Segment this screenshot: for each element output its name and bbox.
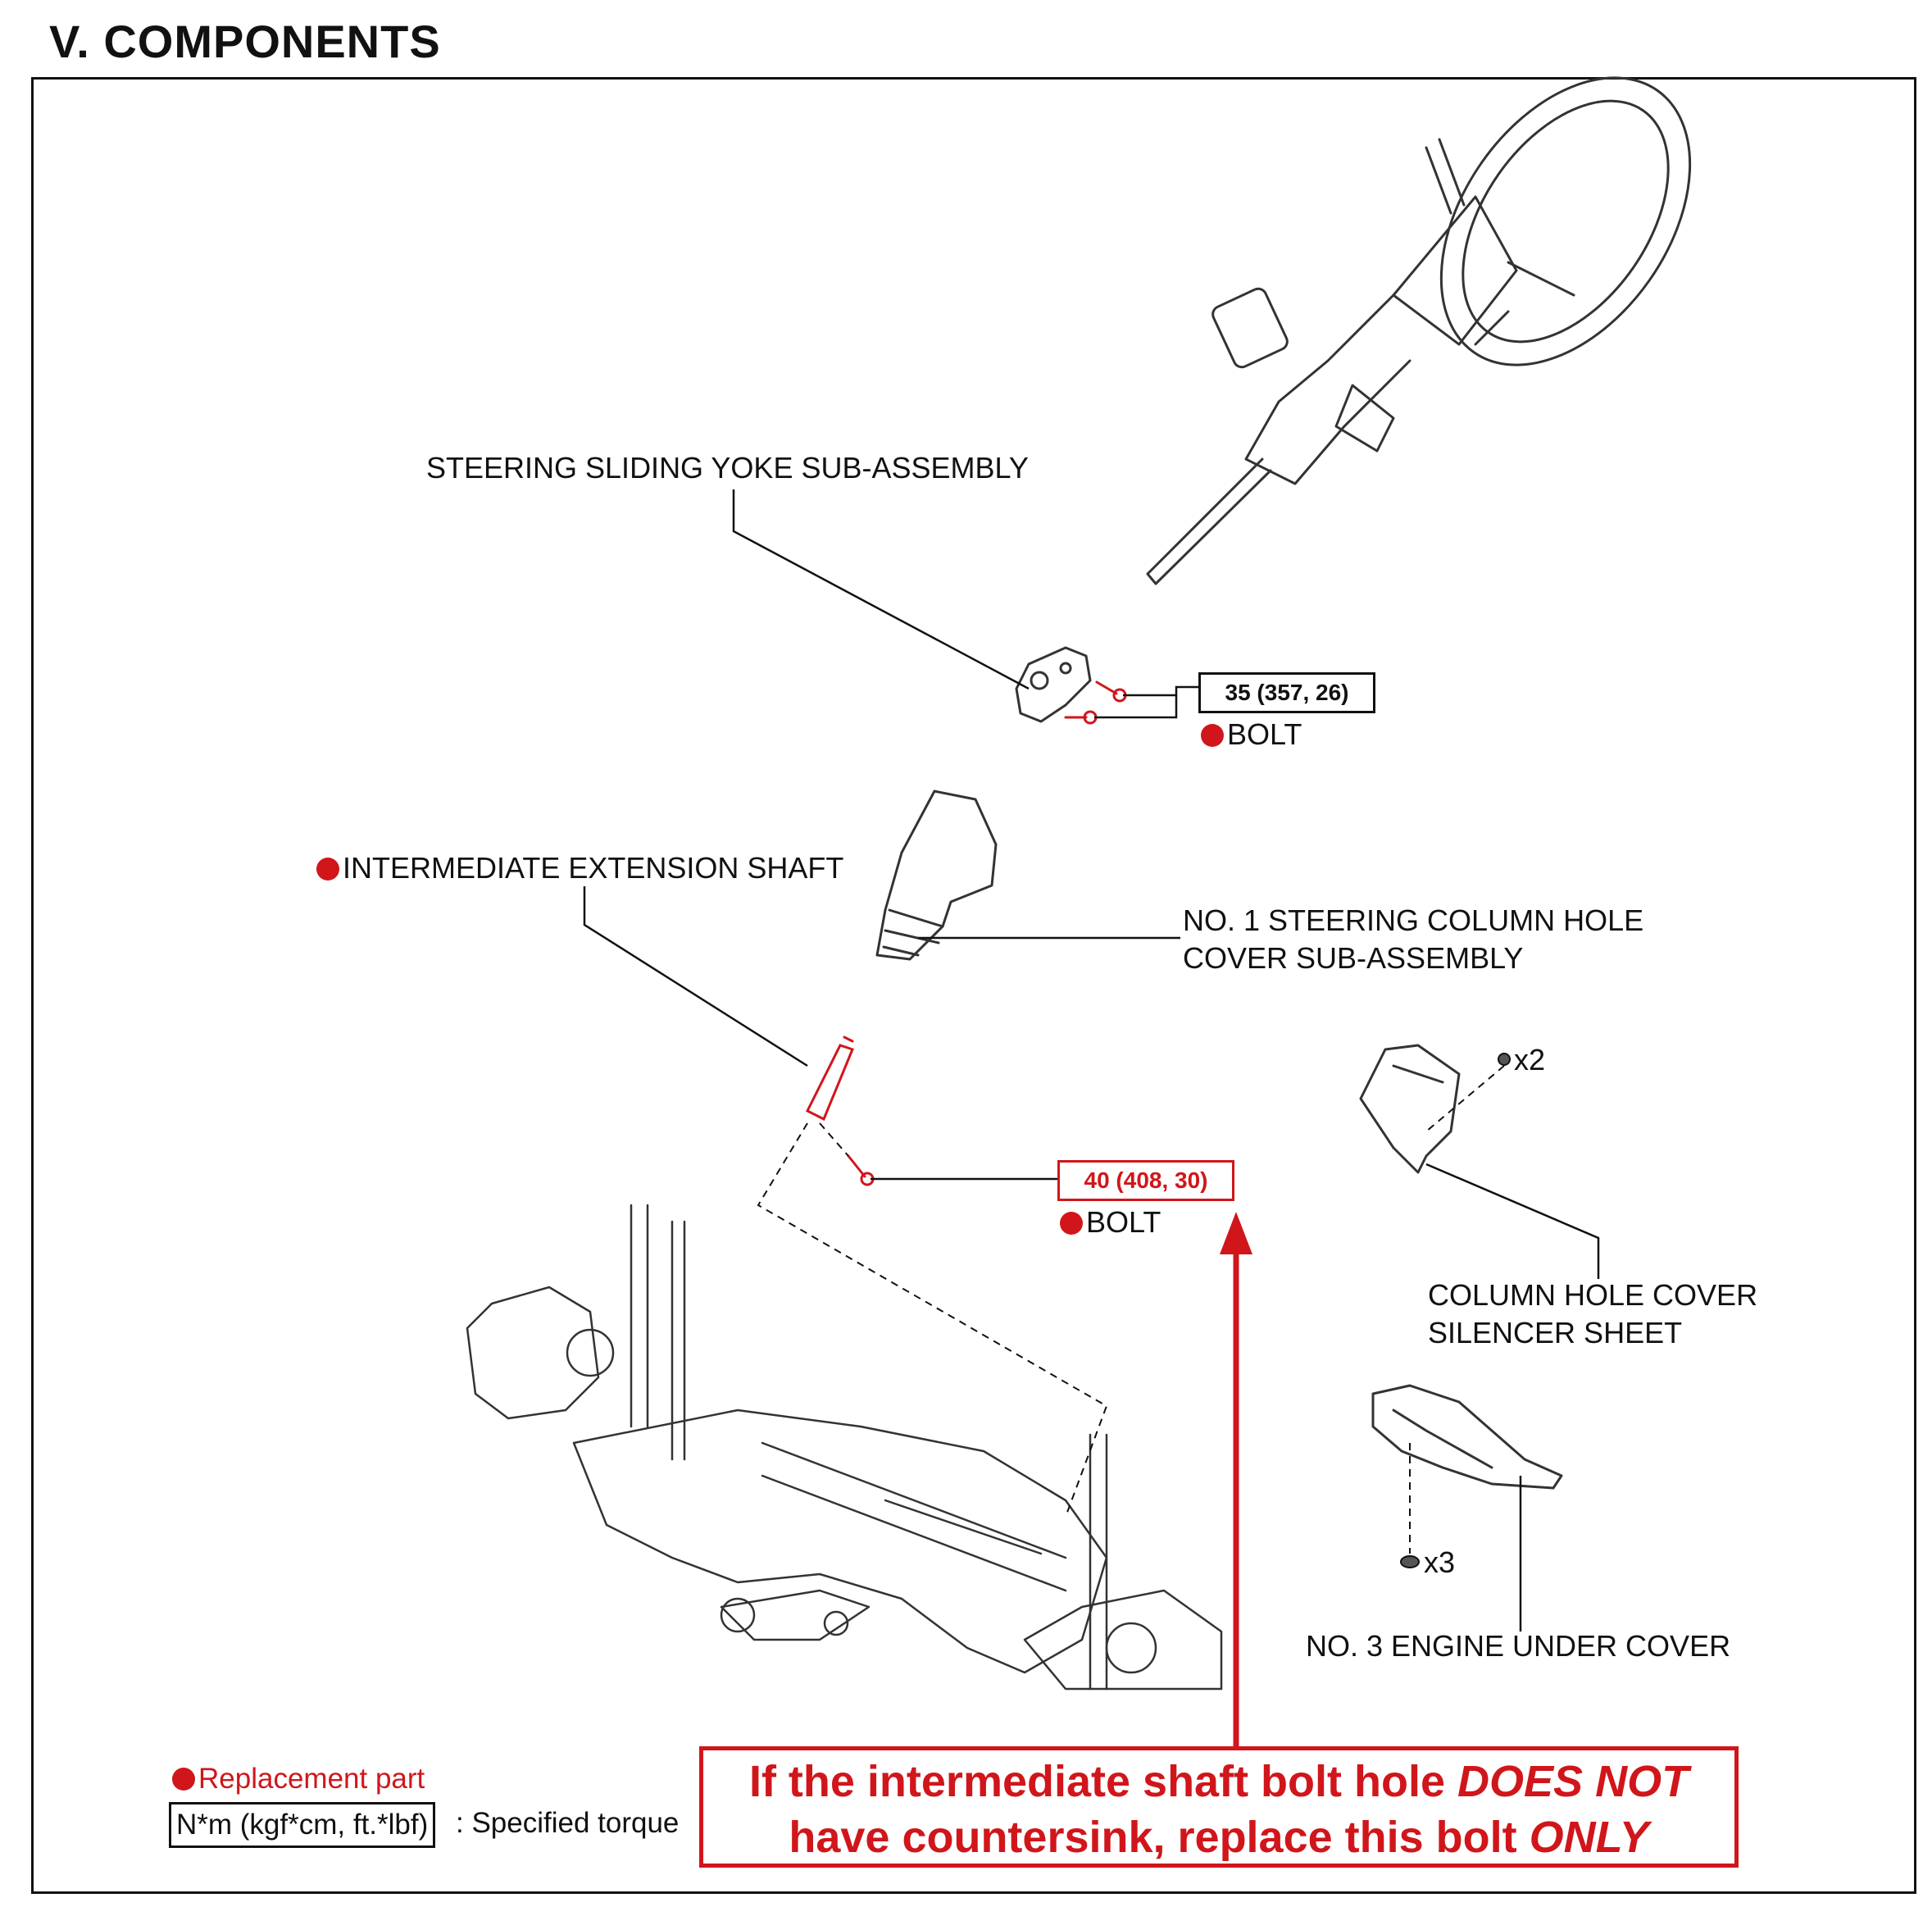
suspension-illustration xyxy=(466,1204,1223,1691)
label-qty-x2: x2 xyxy=(1514,1043,1546,1076)
replacement-dot-icon xyxy=(1060,1212,1083,1235)
engine-under-cover-illustration xyxy=(1371,1384,1563,1490)
label-silencer-line2: SILENCER SHEET xyxy=(1428,1316,1683,1349)
label-sliding-yoke: STEERING SLIDING YOKE SUB-ASSEMBLY xyxy=(426,451,1029,485)
warning-box: If the intermediate shaft bolt hole DOES… xyxy=(699,1746,1739,1868)
legend-specified-torque: : Specified torque xyxy=(456,1807,680,1839)
label-silencer-line1: COLUMN HOLE COVER xyxy=(1428,1278,1758,1312)
clip-icon xyxy=(1498,1053,1511,1066)
upper-bolt-1 xyxy=(1095,680,1118,695)
intermediate-shaft xyxy=(805,1044,854,1122)
steering-column-illustration xyxy=(1146,76,1692,585)
label-hole-cover-line1: NO. 1 STEERING COLUMN HOLE xyxy=(1183,903,1644,937)
warning-arrow xyxy=(1220,1212,1252,1748)
replacement-dot-icon xyxy=(316,858,339,881)
label-hole-cover-line2: COVER SUB-ASSEMBLY xyxy=(1183,941,1524,975)
page-title: V. COMPONENTS xyxy=(49,16,441,67)
legend-unit-box: N*m (kgf*cm, ft.*lbf) xyxy=(169,1802,436,1848)
label-intermediate-shaft: INTERMEDIATE EXTENSION SHAFT xyxy=(316,849,843,886)
label-bolt-upper: BOLT xyxy=(1201,716,1302,753)
column-hole-cover-illustration xyxy=(875,790,998,961)
label-bolt-lower: BOLT xyxy=(1060,1204,1161,1240)
legend-replacement: Replacement part xyxy=(172,1763,425,1795)
replacement-dot-icon xyxy=(1201,724,1224,747)
sliding-yoke-illustration xyxy=(1015,646,1092,723)
silencer-sheet-illustration xyxy=(1359,1044,1461,1174)
label-qty-x3: x3 xyxy=(1424,1545,1456,1579)
warning-line-1: If the intermediate shaft bolt hole DOES… xyxy=(748,1757,1689,1806)
torque-lower-box: 40 (408, 30) xyxy=(1057,1160,1234,1201)
diagram-frame xyxy=(31,77,1916,1894)
warning-line-2: have countersink, replace this bolt ONLY xyxy=(789,1813,1649,1862)
replacement-dot-icon xyxy=(172,1768,195,1791)
torque-upper-box: 35 (357, 26) xyxy=(1198,672,1375,713)
lower-bolt xyxy=(847,1154,866,1178)
label-engine-under-cover: NO. 3 ENGINE UNDER COVER xyxy=(1306,1629,1731,1663)
nut-icon xyxy=(1400,1555,1420,1568)
